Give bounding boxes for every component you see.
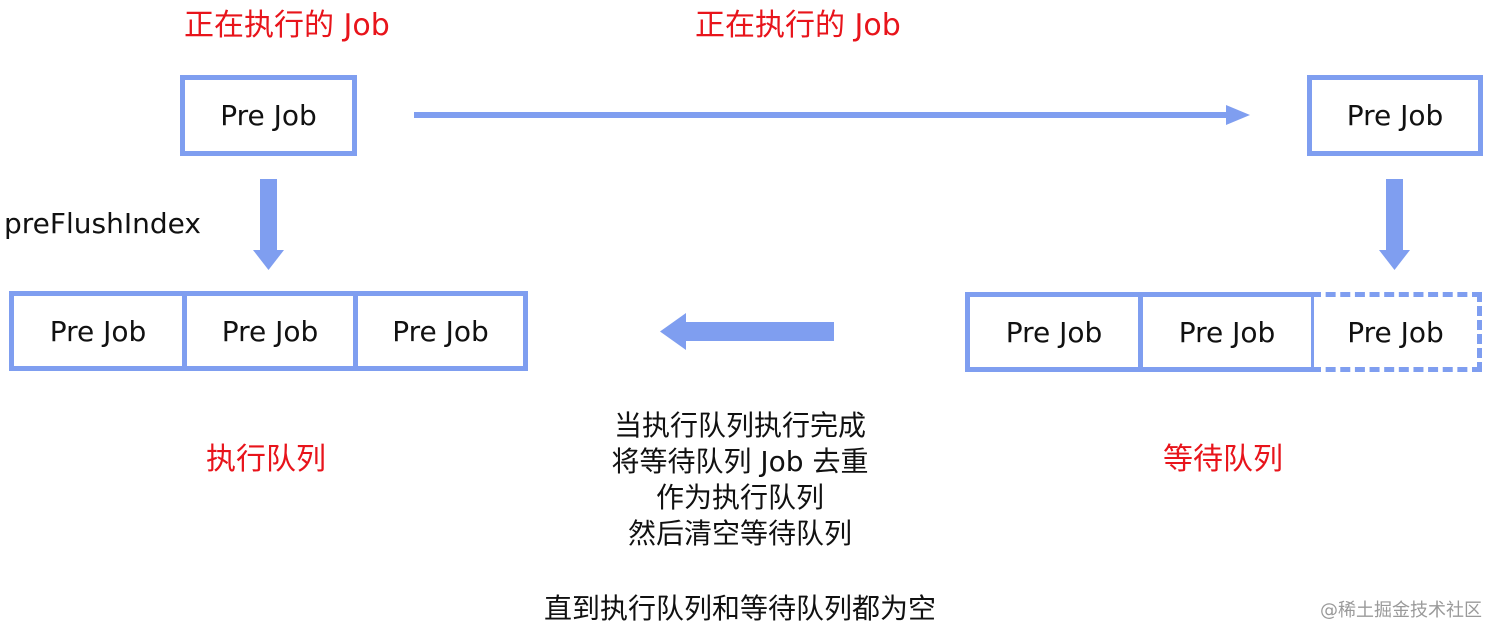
exec-queue-item-label: Pre Job xyxy=(392,314,489,348)
process-note-line: 作为执行队列 xyxy=(655,481,824,514)
right-arrow xyxy=(414,105,1250,125)
current-job-box-left: Pre Job xyxy=(180,75,357,156)
exec-queue-item: Pre Job xyxy=(353,291,528,371)
current-job-box-right-label: Pre Job xyxy=(1346,99,1444,132)
current-job-label-left: 正在执行的 Job xyxy=(184,8,390,43)
pre-flush-index-label: preFlushIndex xyxy=(4,207,201,240)
process-note-line: 然后清空等待队列 xyxy=(627,517,852,550)
wait-queue-item-label: Pre Job xyxy=(1005,315,1103,349)
watermark: @稀土掘金技术社区 xyxy=(1320,600,1482,621)
wait-queue-item: Pre Job xyxy=(965,292,1138,372)
wait-queue-item-pending: Pre Job xyxy=(1311,292,1482,372)
wait-queue: Pre Job Pre Job Pre Job xyxy=(965,292,1482,372)
down-arrow-left xyxy=(253,179,284,270)
exec-queue-item-label: Pre Job xyxy=(49,314,147,348)
current-job-box-left-label: Pre Job xyxy=(220,99,317,132)
exec-queue: Pre Job Pre Job Pre Job xyxy=(9,291,528,371)
exec-queue-item-label: Pre Job xyxy=(221,314,319,348)
current-job-label-right: 正在执行的 Job xyxy=(695,8,901,43)
exec-queue-item: Pre Job xyxy=(9,291,182,371)
wait-queue-item-label: Pre Job xyxy=(1178,315,1276,349)
current-job-box-right: Pre Job xyxy=(1307,75,1483,156)
down-arrow-right xyxy=(1379,179,1410,270)
process-note-line: 当执行队列执行完成 xyxy=(613,409,866,442)
exec-queue-label: 执行队列 xyxy=(206,442,326,477)
process-note: 当执行队列执行完成 将等待队列 Job 去重 作为执行队列 然后清空等待队列 xyxy=(590,408,890,552)
process-note-line: 将等待队列 Job 去重 xyxy=(611,445,869,478)
left-arrow xyxy=(660,313,834,350)
exec-queue-item: Pre Job xyxy=(182,291,353,371)
wait-queue-item-label: Pre Job xyxy=(1347,315,1444,349)
wait-queue-item: Pre Job xyxy=(1138,292,1311,372)
wait-queue-label: 等待队列 xyxy=(1163,442,1283,477)
final-note: 直到执行队列和等待队列都为空 xyxy=(543,592,936,625)
